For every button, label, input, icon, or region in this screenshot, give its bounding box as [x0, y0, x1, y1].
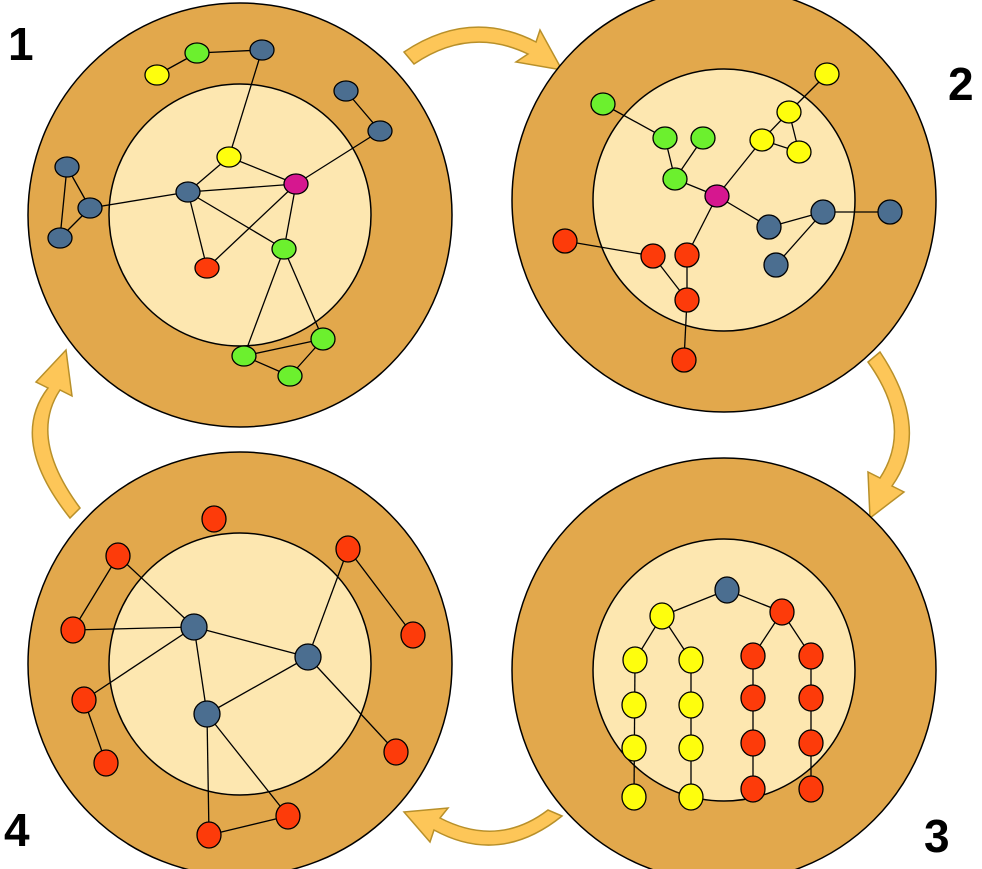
cell-4-inner-core: [108, 532, 372, 796]
cell-2-nodes: [552, 62, 903, 373]
cell-2: [511, 0, 937, 413]
step-label-4: 4: [4, 804, 30, 856]
node: [335, 535, 361, 563]
node: [196, 821, 222, 849]
node: [283, 173, 309, 195]
cell-4-nodes: [60, 505, 426, 849]
node: [814, 62, 840, 86]
node: [271, 238, 297, 260]
node: [333, 80, 359, 102]
node: [776, 100, 802, 124]
node: [552, 228, 578, 254]
node: [678, 734, 704, 762]
node: [622, 646, 648, 674]
node: [60, 616, 86, 644]
node: [144, 64, 170, 86]
node: [652, 126, 678, 150]
node: [714, 576, 740, 604]
node: [662, 167, 688, 191]
node: [690, 126, 716, 150]
cell-4: [27, 451, 453, 869]
node: [798, 642, 824, 670]
step-label-2: 2: [948, 58, 974, 110]
node: [621, 691, 647, 719]
node: [105, 542, 131, 570]
arrow-1-to-2: [402, 26, 564, 72]
node: [367, 120, 393, 142]
node: [621, 783, 647, 811]
node: [383, 738, 409, 766]
node: [740, 775, 766, 803]
cycle-arrows: [31, 26, 911, 846]
node: [231, 345, 257, 367]
node: [294, 643, 322, 671]
node: [193, 700, 221, 728]
node: [740, 729, 766, 757]
node: [71, 686, 97, 714]
node: [678, 783, 704, 811]
node: [877, 199, 903, 225]
node: [769, 598, 795, 626]
step-label-1: 1: [8, 18, 34, 70]
node: [310, 327, 336, 351]
node: [249, 39, 275, 61]
node: [674, 242, 700, 268]
node: [180, 613, 208, 641]
arrow-3-to-4: [402, 807, 564, 846]
node: [756, 214, 782, 240]
node: [77, 197, 103, 219]
node: [671, 347, 697, 373]
arrow-2-to-3: [866, 350, 911, 520]
node: [798, 775, 824, 803]
node: [194, 257, 220, 279]
node: [786, 140, 812, 164]
node: [798, 729, 824, 757]
node: [798, 684, 824, 712]
node: [201, 505, 227, 533]
node: [740, 684, 766, 712]
node: [678, 691, 704, 719]
node: [649, 602, 675, 630]
node: [640, 243, 666, 269]
node: [47, 227, 73, 249]
cell-3-nodes: [621, 576, 824, 811]
node: [621, 734, 647, 762]
node: [763, 252, 789, 278]
cell-1-nodes: [47, 39, 393, 387]
node: [277, 365, 303, 387]
node: [184, 42, 210, 64]
node: [175, 181, 201, 203]
node: [740, 642, 766, 670]
step-label-3: 3: [924, 810, 950, 862]
node: [216, 146, 242, 168]
cell-3: [511, 457, 937, 869]
node: [93, 749, 119, 777]
node: [275, 802, 301, 830]
arrow-4-to-1: [31, 348, 81, 520]
node: [54, 156, 80, 178]
node: [674, 287, 700, 313]
node: [678, 646, 704, 674]
node: [400, 621, 426, 649]
cell-1: [27, 2, 453, 428]
cell-4-edges: [72, 548, 414, 836]
node: [749, 128, 775, 152]
node: [590, 92, 616, 116]
node: [810, 199, 836, 225]
node: [704, 184, 730, 208]
